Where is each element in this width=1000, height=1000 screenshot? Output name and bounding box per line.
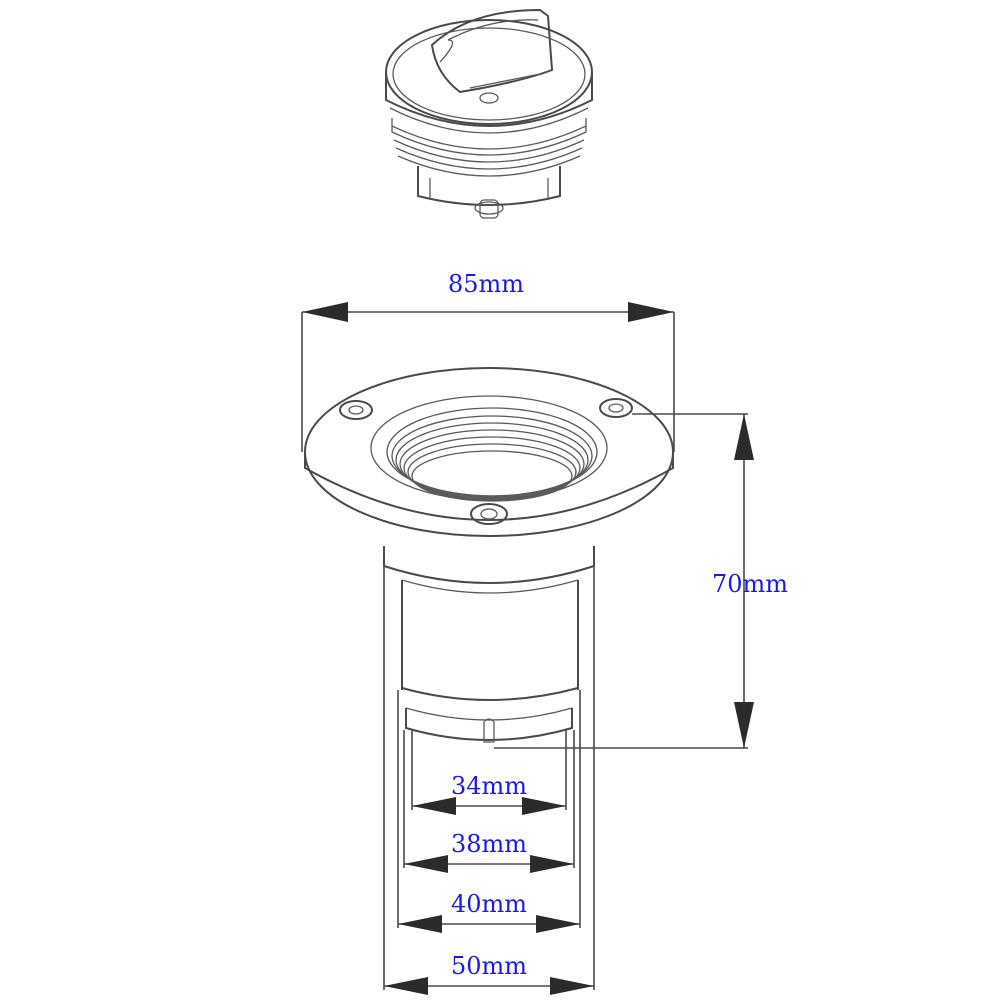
dim-70 [494, 413, 754, 749]
dim-50 [383, 566, 595, 995]
dim-34 [411, 730, 567, 815]
label-50mm: 50mm [451, 952, 527, 980]
label-40mm: 40mm [451, 890, 527, 918]
label-70mm: 70mm [712, 570, 788, 598]
cap-drawing [385, 8, 593, 219]
deck-fill-drawing [304, 367, 674, 743]
dim-40 [397, 690, 581, 933]
label-38mm: 38mm [451, 830, 527, 858]
label-85mm: 85mm [448, 270, 524, 298]
dim-85 [301, 302, 675, 452]
dim-38 [403, 730, 575, 873]
label-34mm: 34mm [451, 772, 527, 800]
